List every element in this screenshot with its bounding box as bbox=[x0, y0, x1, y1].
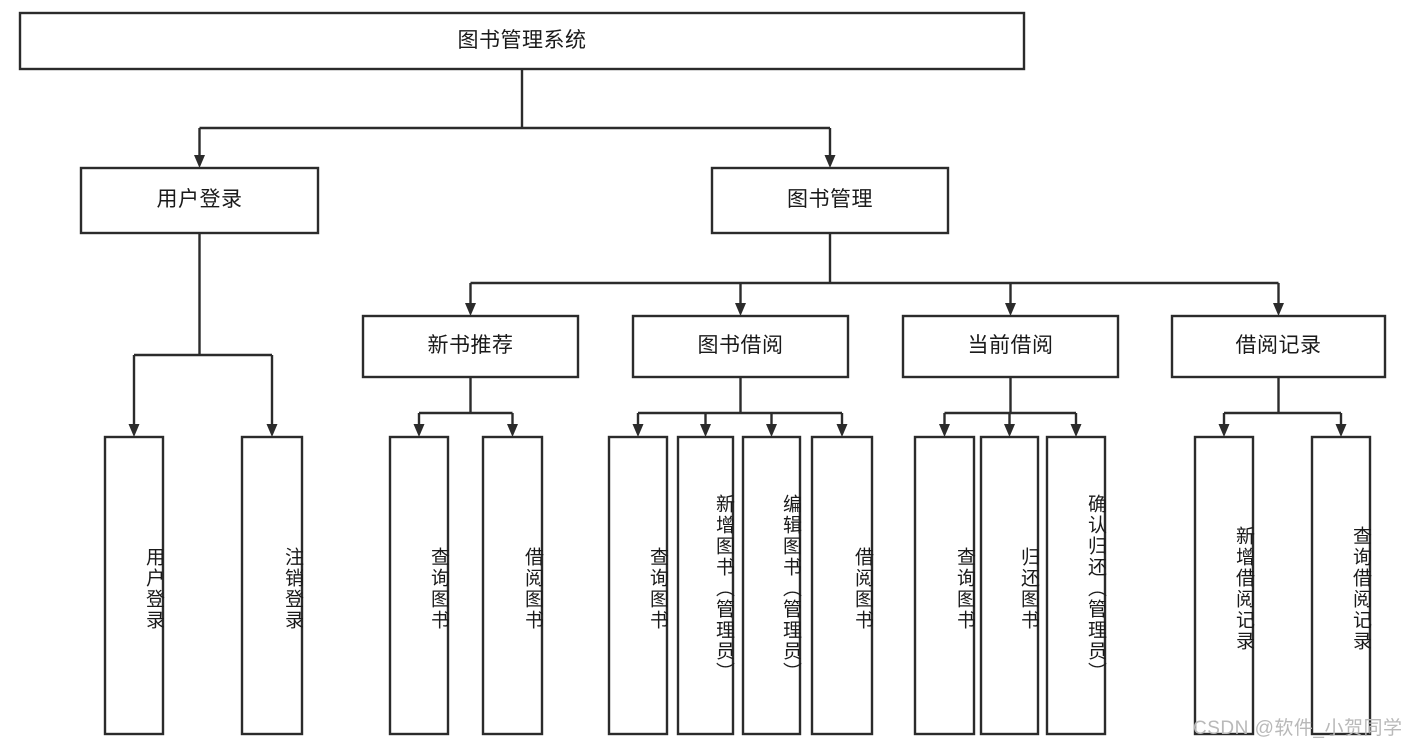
node-box-leaf-logout[interactable] bbox=[240, 435, 304, 736]
arrow-head-icon bbox=[507, 424, 518, 437]
node-box-leaf-edit-book[interactable] bbox=[741, 435, 802, 736]
node-box-leaf-query-book-1[interactable] bbox=[388, 435, 450, 736]
node-box-leaf-borrow-book-1[interactable] bbox=[481, 435, 544, 736]
arrow-head-icon bbox=[465, 303, 476, 316]
watermark-text: CSDN @软件_小贺同学 bbox=[1193, 718, 1403, 739]
node-box-leaf-query-record[interactable] bbox=[1310, 435, 1372, 736]
arrow-head-icon bbox=[1335, 424, 1347, 437]
node-box-leaf-confirm-return[interactable] bbox=[1045, 435, 1107, 736]
arrow-head-icon bbox=[939, 424, 950, 437]
node-box-leaf-borrow-book-2[interactable] bbox=[810, 435, 874, 736]
node-box-borrow-record[interactable] bbox=[1170, 314, 1387, 379]
edge-group bbox=[128, 69, 1347, 437]
node-box-leaf-add-book[interactable] bbox=[676, 435, 735, 736]
node-box-root[interactable] bbox=[18, 11, 1026, 71]
arrow-head-icon bbox=[735, 303, 746, 316]
arrow-head-icon bbox=[1273, 303, 1284, 316]
arrow-head-icon bbox=[266, 424, 278, 437]
node-box-user-login[interactable] bbox=[79, 166, 320, 235]
arrow-head-icon bbox=[824, 155, 836, 168]
node-box-book-manage[interactable] bbox=[710, 166, 950, 235]
arrow-head-icon bbox=[632, 424, 644, 437]
arrow-head-icon bbox=[766, 424, 777, 437]
node-box-leaf-add-record[interactable] bbox=[1193, 435, 1255, 736]
arrow-head-icon bbox=[700, 424, 711, 437]
node-box-leaf-query-book-2[interactable] bbox=[607, 435, 669, 736]
node-box-new-book-rec[interactable] bbox=[361, 314, 580, 379]
arrow-head-icon bbox=[413, 424, 425, 437]
node-box-leaf-query-book-3[interactable] bbox=[913, 435, 976, 736]
arrow-head-icon bbox=[1005, 303, 1016, 316]
arrow-head-icon bbox=[1218, 424, 1230, 437]
node-box-current-borrow[interactable] bbox=[901, 314, 1120, 379]
arrow-head-icon bbox=[1070, 424, 1082, 437]
node-box-leaf-user-login[interactable] bbox=[103, 435, 165, 736]
arrow-head-icon bbox=[194, 155, 205, 168]
arrow-head-icon bbox=[128, 424, 140, 437]
arrow-head-icon bbox=[836, 424, 848, 437]
node-box-leaf-return-book[interactable] bbox=[979, 435, 1040, 736]
node-box-book-borrow[interactable] bbox=[631, 314, 850, 379]
arrow-head-icon bbox=[1004, 424, 1015, 437]
